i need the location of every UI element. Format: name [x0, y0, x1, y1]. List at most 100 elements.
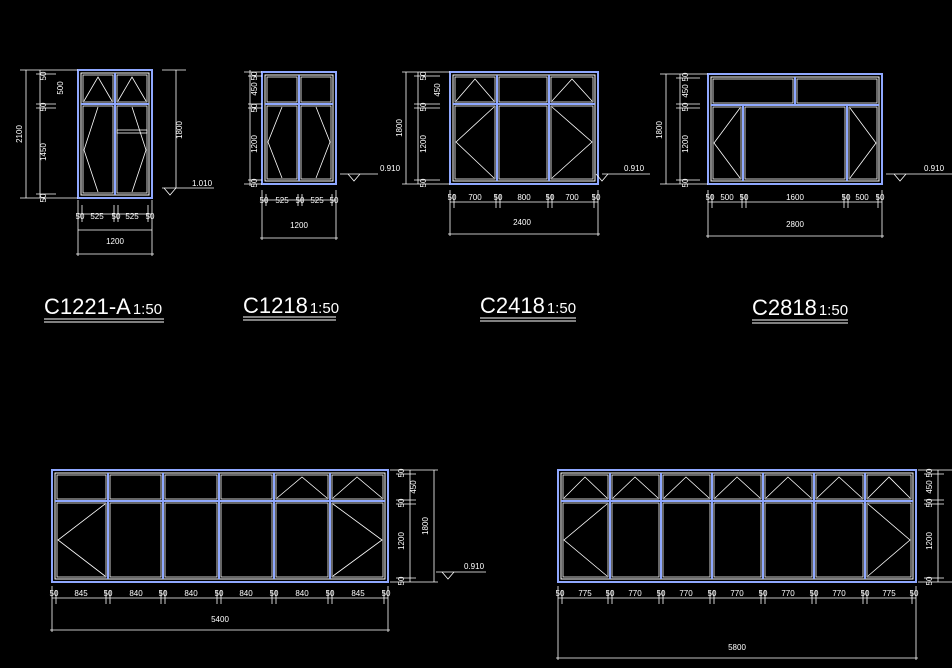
dim-h-2: 525 — [275, 196, 289, 205]
dim-h-12: 845 — [351, 589, 365, 598]
dim-h-total: 2400 — [513, 218, 531, 227]
dim-h-total: 1200 — [106, 237, 124, 246]
dim-v-4: 1450 — [39, 143, 48, 161]
dim-h-9: 50 — [270, 589, 279, 598]
window-c1221a: 50 500 50 1450 50 2100 1800 1.010 50 525… — [15, 69, 214, 323]
window-c5818: 50 450 50 1200 50 50 775 50 770 50 770 5… — [556, 468, 952, 660]
dim-v-1: 50 — [397, 468, 406, 477]
dim-v-2: 450 — [681, 84, 690, 98]
dim-h-12: 770 — [832, 589, 846, 598]
dim-v-3: 50 — [397, 498, 406, 507]
window-c5418: 50 450 50 1200 50 1800 0.910 50 845 50 8… — [50, 468, 486, 632]
dim-h-5: 50 — [546, 193, 555, 202]
dim-h-8: 770 — [730, 589, 744, 598]
dim-h-2: 525 — [90, 212, 104, 221]
dim-v-4: 1200 — [419, 135, 428, 153]
sill-level: 0.910 — [380, 164, 401, 173]
dimension-lines — [244, 70, 378, 240]
dim-h-1: 50 — [260, 196, 269, 205]
opening-indicators — [57, 476, 383, 577]
dim-v-3: 50 — [681, 102, 690, 111]
dimension-labels: 50 450 50 1200 50 1800 0.910 50 700 50 8… — [395, 71, 645, 227]
dim-h-3: 50 — [296, 196, 305, 205]
dim-v-1: 50 — [419, 71, 428, 80]
dimension-lines — [20, 69, 214, 256]
window-frame — [707, 73, 883, 185]
dim-h-11: 50 — [810, 589, 819, 598]
dim-h-7: 50 — [592, 193, 601, 202]
dimension-lines — [660, 73, 952, 238]
dim-v-4: 1200 — [925, 532, 934, 550]
dim-v-2: 450 — [433, 83, 442, 97]
dim-h-total: 5800 — [728, 643, 746, 652]
sill-level: 0.910 — [624, 164, 645, 173]
scale-label: 1:50 — [310, 300, 339, 317]
svg-text:C1221-A1:50: C1221-A1:50 — [44, 294, 162, 319]
dim-v-5: 50 — [250, 178, 259, 187]
title-label: C2418 — [480, 293, 545, 318]
dim-h-9: 50 — [759, 589, 768, 598]
dim-v-1: 50 — [250, 71, 259, 80]
dim-v-5: 50 — [419, 178, 428, 187]
window-frame — [261, 71, 337, 185]
dim-h-2: 845 — [74, 589, 88, 598]
dim-v-2: 450 — [250, 82, 259, 96]
dimension-labels: 50 450 50 1200 50 1800 0.910 50 500 50 1… — [655, 72, 945, 229]
dim-h-total: 5400 — [211, 615, 229, 624]
dim-v-1: 50 — [681, 72, 690, 81]
dim-v-5: 50 — [925, 576, 934, 585]
dim-v-3: 50 — [419, 102, 428, 111]
sill-level: 0.910 — [924, 164, 945, 173]
dim-v-5: 50 — [39, 193, 48, 202]
window-frame — [51, 469, 389, 583]
opening-indicators — [563, 476, 911, 577]
dim-h-3: 50 — [112, 212, 121, 221]
dim-h-2: 500 — [720, 193, 734, 202]
dim-h-15: 50 — [910, 589, 919, 598]
dim-h-1: 50 — [76, 212, 85, 221]
dim-h-13: 50 — [382, 589, 391, 598]
dim-h-7: 50 — [215, 589, 224, 598]
sill-level: 0.910 — [464, 562, 485, 571]
window-frame — [449, 71, 599, 185]
dim-v-1: 50 — [39, 71, 48, 80]
dim-v-4: 1200 — [250, 135, 259, 153]
dim-v-2: 450 — [409, 480, 418, 494]
dim-h-14: 775 — [882, 589, 896, 598]
dim-h-3: 50 — [104, 589, 113, 598]
dimension-labels: 50 500 50 1450 50 2100 1800 1.010 50 525… — [15, 71, 213, 246]
dim-h-7: 50 — [876, 193, 885, 202]
opening-indicators — [713, 107, 877, 179]
dim-v-total: 2100 — [15, 125, 24, 143]
dim-h-11: 50 — [326, 589, 335, 598]
scale-label: 1:50 — [133, 301, 162, 318]
dim-v-total: 1800 — [395, 119, 404, 137]
dim-h-3: 50 — [740, 193, 749, 202]
title-label: C2818 — [752, 295, 817, 320]
title-label: C1221-A — [44, 294, 131, 319]
opening-indicators — [83, 76, 147, 193]
dim-h-6: 500 — [855, 193, 869, 202]
scale-label: 1:50 — [819, 302, 848, 319]
dim-v-3: 50 — [925, 498, 934, 507]
dimension-lines — [50, 469, 486, 632]
dim-h-13: 50 — [861, 589, 870, 598]
scale-label: 1:50 — [547, 300, 576, 317]
window-c2418: 50 450 50 1200 50 1800 0.910 50 700 50 8… — [395, 71, 650, 322]
dim-h-4: 1600 — [786, 193, 804, 202]
dim-h-8: 840 — [239, 589, 253, 598]
dim-h-4: 525 — [310, 196, 324, 205]
dim-h-4: 525 — [125, 212, 139, 221]
sill-level: 1.010 — [192, 179, 213, 188]
window-c2818: 50 450 50 1200 50 1800 0.910 50 500 50 1… — [655, 72, 952, 324]
dim-h-5: 50 — [657, 589, 666, 598]
dim-v-1: 50 — [925, 468, 934, 477]
dim-h-4: 840 — [129, 589, 143, 598]
dim-h-4: 770 — [628, 589, 642, 598]
dim-h-3: 50 — [494, 193, 503, 202]
